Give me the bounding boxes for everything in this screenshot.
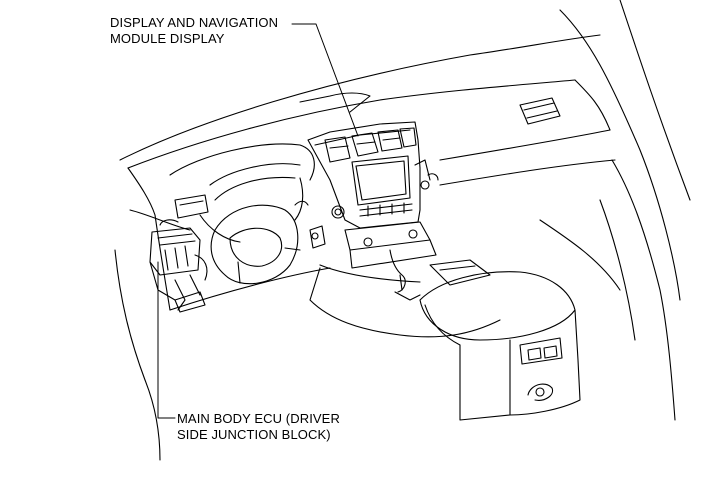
- main-body-ecu: [149, 219, 208, 311]
- callout-main-body-ecu: MAIN BODY ECU (DRIVER SIDE JUNCTION BLOC…: [177, 411, 340, 443]
- callout-ecu-line2: SIDE JUNCTION BLOCK): [177, 427, 331, 442]
- leader-lines: [157, 23, 359, 419]
- steering-wheel: [210, 204, 301, 285]
- leader-line-ecu: [157, 261, 176, 419]
- console-armrest: [419, 271, 581, 421]
- right-door-panel: [539, 159, 676, 421]
- callout-display-line2: MODULE DISPLAY: [110, 31, 225, 46]
- leader-line-display: [291, 23, 359, 137]
- instrument-cluster: [169, 143, 315, 243]
- right-air-vent: [519, 97, 561, 125]
- callout-ecu-line1: MAIN BODY ECU (DRIVER: [177, 411, 340, 426]
- callout-display-navigation-module: DISPLAY AND NAVIGATION MODULE DISPLAY: [110, 15, 278, 47]
- center-console: [309, 221, 501, 338]
- windshield-frame: [119, 0, 691, 301]
- dashboard-top: [127, 79, 616, 216]
- display-navigation-module: [307, 121, 439, 229]
- callout-display-line1: DISPLAY AND NAVIGATION: [110, 15, 279, 30]
